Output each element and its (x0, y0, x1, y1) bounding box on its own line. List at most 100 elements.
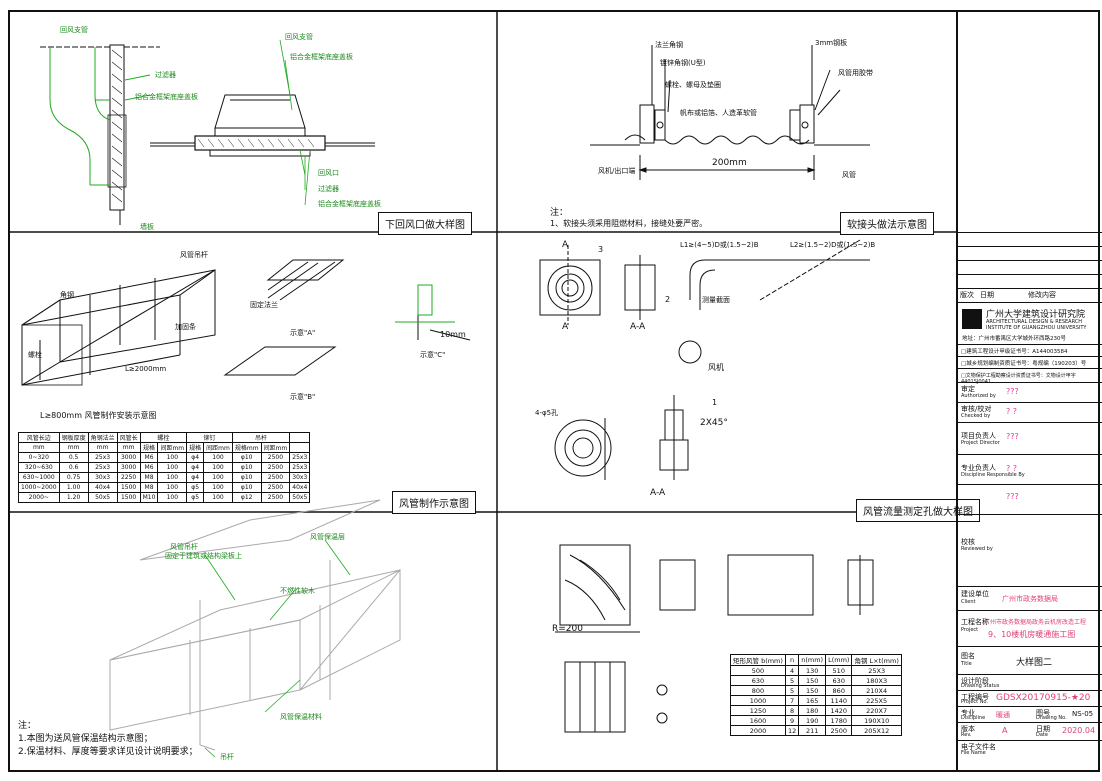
vane-cell: 7 (784, 695, 800, 706)
rev-row-3 (958, 260, 1102, 274)
vth-4: 角钢 L×t(mm) (851, 654, 902, 666)
p6-dim: R=200 (552, 624, 583, 634)
duct-spec-cell: 2500 (260, 452, 291, 463)
duct-spec-cell: 30x3 (87, 472, 118, 483)
p6-drawing (555, 544, 874, 733)
duct-spec-cell: 40x4 (87, 482, 118, 493)
stage-en: Drawing Status (961, 683, 1000, 689)
vane-cell: 8 (784, 705, 800, 716)
review-row: 校核 Reviewed by (958, 514, 1102, 586)
drawn-value: ??? (1006, 492, 1019, 501)
duct-spec-cell: 2500 (260, 482, 291, 493)
vane-cell: 2000 (730, 725, 786, 736)
project-label: 工程名称 (961, 618, 989, 626)
duct-spec-cell: 100 (203, 492, 233, 503)
p1-label-3: 铝合金框架底座盖板 (135, 93, 198, 101)
disc-row: 专业 Discipline 暖通 图号 Drawing No. NS-05 (958, 706, 1102, 722)
p1-caption: 下回风口做大样图 (378, 212, 472, 235)
th-0: 风管长边 (18, 432, 60, 443)
duct-spec-cell: 50x5 (87, 492, 118, 503)
duct-spec-cell: 50x5 (289, 492, 311, 503)
duct-spec-cell: 2250 (116, 472, 141, 483)
check-row: 审核/校对 Checked by ? ? (958, 402, 1102, 422)
projno-label: 工程编号 (961, 693, 989, 701)
approve-value: ??? (1006, 387, 1019, 396)
projno-en: Project No. (961, 699, 988, 705)
client-row: 建设单位 Client 广州市政务数据局 (958, 586, 1102, 610)
duct-spec-cell: φ10 (231, 452, 262, 463)
approve-row: 审定 Authorized by ??? (958, 382, 1102, 402)
duct-spec-cell: φ10 (231, 472, 262, 483)
vane-cell: 1420 (825, 705, 853, 716)
design-en: Discipline Responsible By (961, 472, 1025, 478)
vane-cell: 5 (784, 675, 800, 686)
p2-drawing (590, 45, 870, 180)
p2-caption: 软接头做法示意图 (840, 212, 934, 235)
tu-2: mm (87, 442, 118, 453)
duct-spec-cell: 25x3 (289, 452, 311, 463)
tu-3: mm (116, 442, 141, 453)
stage-label: 设计阶段 (961, 677, 989, 685)
vane-cell: 630 (730, 675, 786, 686)
duct-spec-table: 风管长边 钢板厚度 角钢法兰 风管长 螺栓 铆钉 吊杆 mm mm mm mm … (18, 432, 311, 503)
p3-label-8: 示意"C" (420, 351, 446, 359)
pm-row: 项目负责人 Project Director ??? (958, 422, 1102, 454)
projno-row: 工程编号 Project No. GDSX20170915-★20 (958, 690, 1102, 706)
p3-label-7: 示意"B" (290, 393, 316, 401)
p2-label-2: 镀锌角钢(U型) (660, 59, 706, 67)
p5-label-4: 风管保温材料 (280, 713, 322, 721)
duct-spec-cell: φ5 (186, 482, 205, 493)
p3-dim-c: 10mm (440, 330, 466, 339)
vane-cell: 1140 (825, 695, 853, 706)
duct-spec-cell: 40x4 (289, 482, 311, 493)
duct-spec-cell: 100 (157, 452, 188, 463)
p5-note-2: 2.保温材料、厚度等要求详见设计说明要求； (18, 747, 198, 757)
p2-label-5: 风管用胶带 (838, 69, 873, 77)
p4-label-9: 4-φ5孔 (535, 409, 559, 417)
rev-row-2 (958, 246, 1102, 260)
duct-spec-cell: 0.75 (58, 472, 89, 483)
vane-cell: 211 (798, 725, 827, 736)
p2-label-4: 帆布或铝箔、人造革软管 (680, 109, 757, 117)
duct-spec-cell: 1000~2000 (18, 482, 60, 493)
vane-cell: 510 (825, 665, 853, 676)
check-en: Checked by (961, 413, 991, 419)
duct-spec-cell: 0~320 (18, 452, 60, 463)
duct-spec-cell: M6 (139, 452, 159, 463)
p2-note-text: 1、软接头须采用阻燃材料，接缝处要严密。 (550, 219, 708, 228)
client-label: 建设单位 (961, 590, 989, 598)
p5-label-5: 吊杆 (220, 753, 234, 761)
p5-label-3: 不燃性软木 (280, 587, 315, 595)
duct-spec-units: mm mm mm mm 规格 间距mm 规格 间距mm 规格mm 间距mm (18, 442, 311, 453)
p1-duct-green (49, 47, 151, 186)
p4-label-6: 测量截面 (702, 296, 730, 304)
duct-spec-cell: 320~630 (18, 462, 60, 473)
th-4: 螺栓 (139, 432, 188, 443)
duct-spec-cell: φ4 (186, 462, 205, 473)
duct-spec-cell: 100 (203, 462, 233, 473)
duct-spec-cell: φ12 (231, 492, 262, 503)
tu-4: 规格 (139, 442, 159, 453)
p3-label-2: 螺栓 (28, 351, 42, 359)
duct-spec-cell: 100 (203, 472, 233, 483)
p5-label-1: 固定于建筑或结构梁板上 (165, 552, 242, 560)
p4-label-5: L2≥(1.5~2)D或(1.5~2)B (790, 241, 876, 249)
drawing-frame (8, 10, 1100, 772)
duct-spec-cell: 1.20 (58, 492, 89, 503)
p4-label-7: 风机 (708, 363, 724, 372)
title-label: 图名 (961, 652, 975, 660)
p3-label-6: 示意"A" (290, 329, 316, 337)
p1-label-0: 回风支管 (60, 26, 88, 34)
tu-5: 间距mm (157, 442, 188, 453)
file-row: 电子文件名 File Name (958, 740, 1102, 770)
p5-label-2: 风管保温层 (310, 533, 345, 541)
tu-6: 规格 (186, 442, 205, 453)
project-en: Project (961, 627, 979, 633)
p2-label-6: 风机/出口端 (598, 167, 636, 175)
duct-spec-cell: 2500 (260, 462, 291, 473)
review-en: Reviewed by (961, 546, 993, 552)
vane-cell: 220X7 (851, 705, 902, 716)
